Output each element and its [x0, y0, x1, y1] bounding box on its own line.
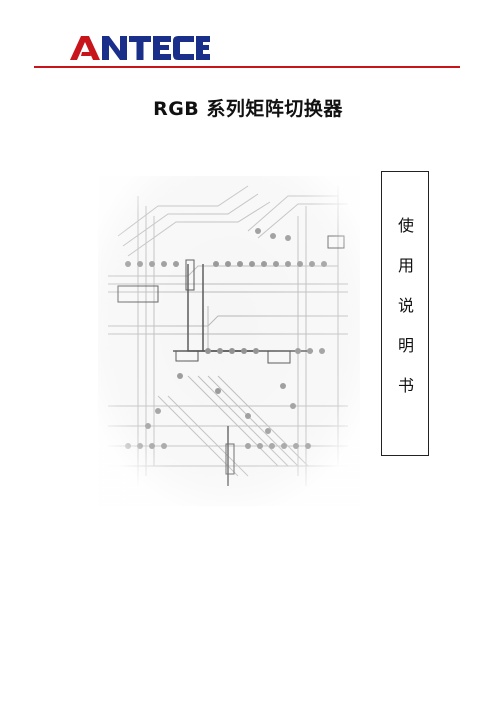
- manual-char-1: 使: [397, 216, 414, 235]
- document-title: RGB 系列矩阵切换器: [153, 98, 343, 120]
- manual-label-box: 使 用 说 明 书: [381, 171, 429, 456]
- manual-char-3: 说: [397, 296, 414, 315]
- page-header: [0, 0, 496, 80]
- manual-char-4: 明: [397, 336, 414, 355]
- antece-logo: [70, 32, 210, 62]
- header-rule: [34, 66, 460, 68]
- manual-char-2: 用: [397, 256, 414, 275]
- circuit-board-image: [98, 176, 360, 506]
- manual-char-5: 书: [397, 376, 414, 395]
